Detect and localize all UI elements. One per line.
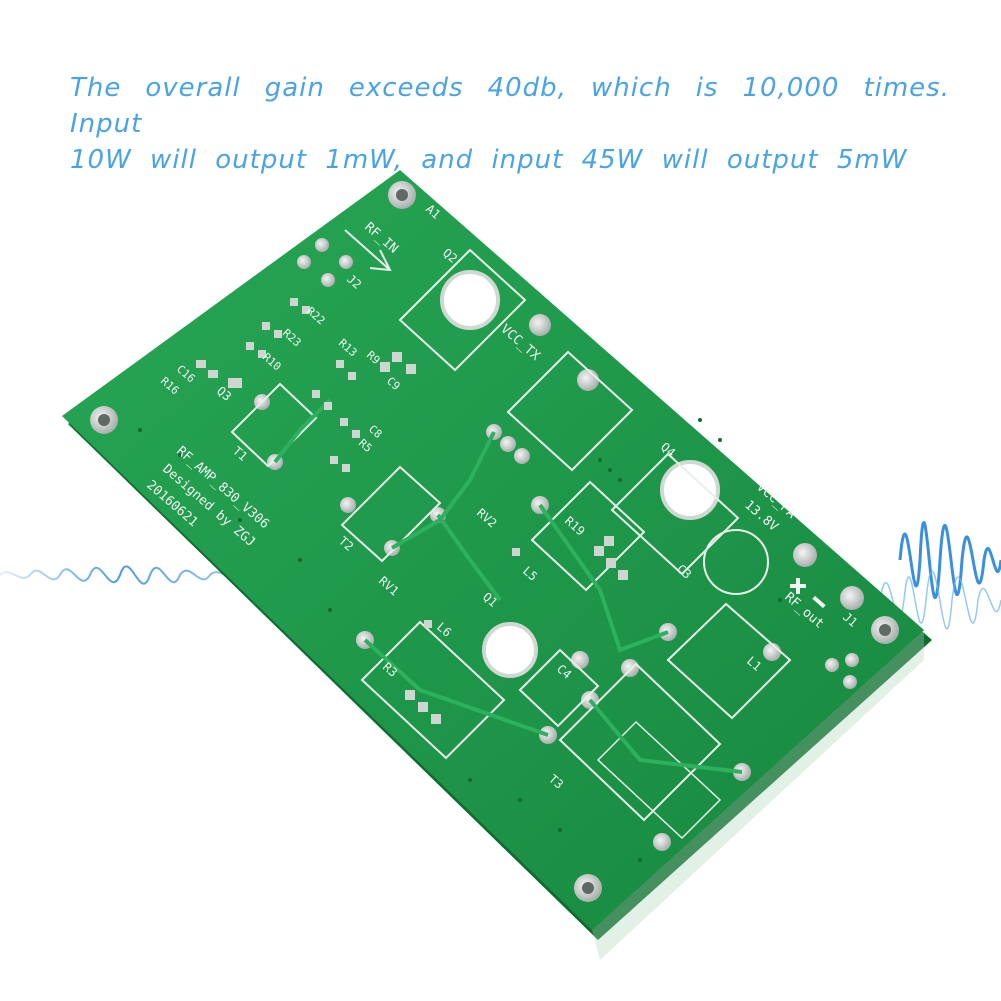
caption-line-2: 10W will output 1mW, and input 45W will … bbox=[70, 145, 908, 175]
waveform-right-thin bbox=[879, 570, 1001, 630]
copper-traces bbox=[273, 398, 743, 774]
waveform-left bbox=[0, 565, 241, 585]
caption-text: The overall gain exceeds 40db, which is … bbox=[70, 70, 950, 178]
waveform-right bbox=[898, 520, 1001, 600]
component-outlines bbox=[230, 229, 792, 840]
pcb-board: A1 RF_IN J2 Q2 VCC_TX Q4 VCC_PA 13.8V C3… bbox=[62, 170, 932, 960]
waveform-background bbox=[0, 520, 1001, 630]
transistor-holes bbox=[440, 270, 720, 678]
pcb-reflection bbox=[592, 630, 924, 960]
caption-line-1: The overall gain exceeds 40db, which is … bbox=[70, 73, 950, 139]
smd-pads bbox=[196, 298, 628, 724]
mounting-holes bbox=[90, 181, 899, 902]
vias bbox=[138, 418, 782, 862]
pcb-surface bbox=[62, 170, 924, 930]
polarity-marks bbox=[790, 578, 826, 609]
